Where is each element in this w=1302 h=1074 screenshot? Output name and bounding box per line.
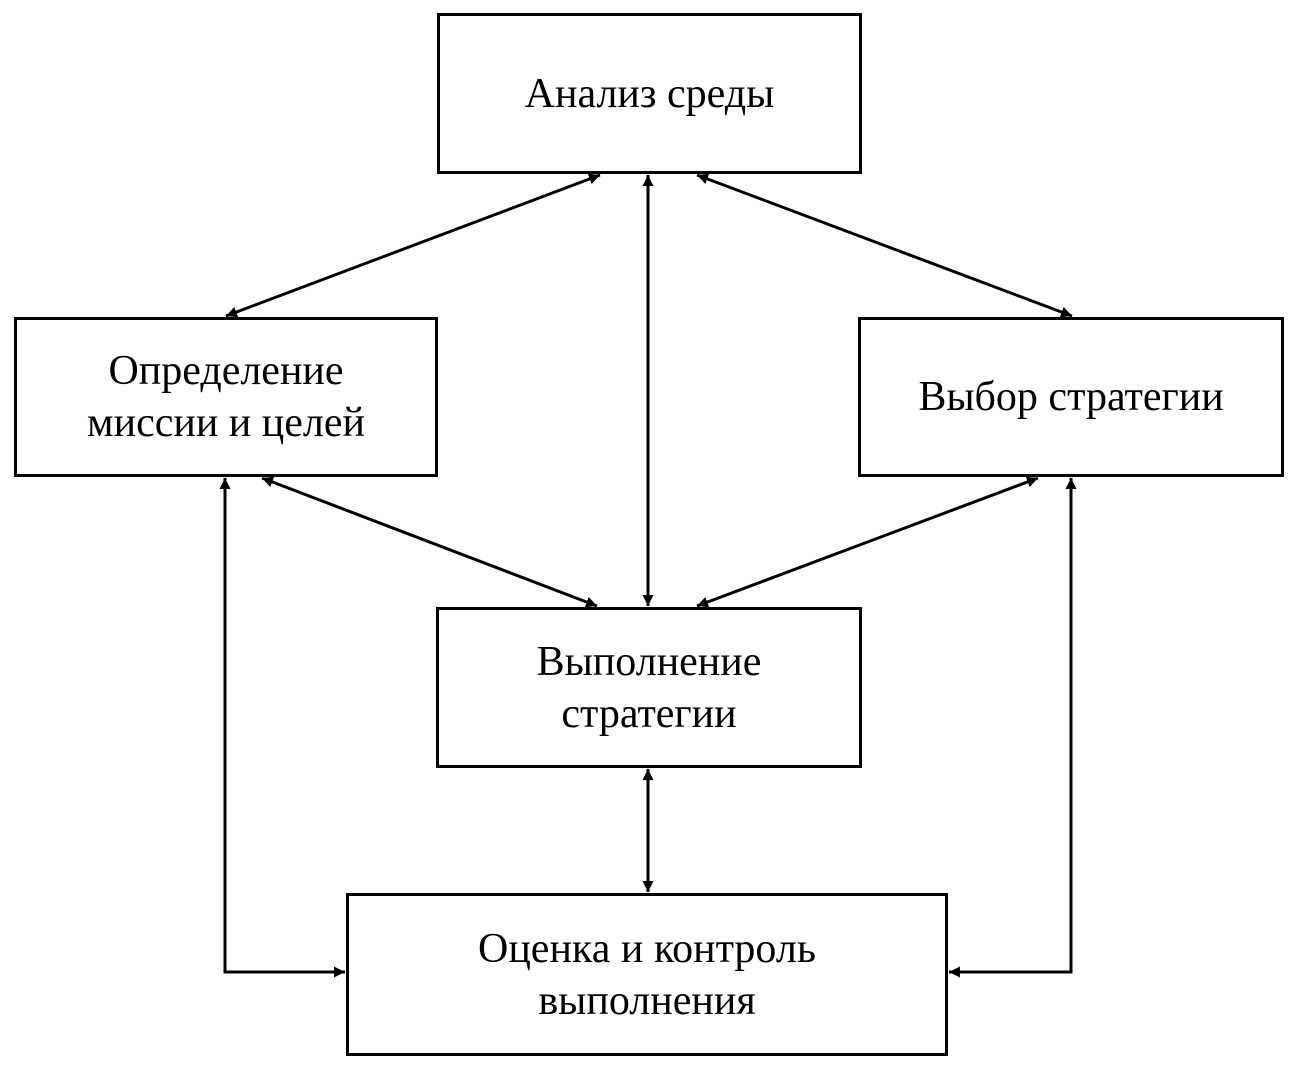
mission-label-line-1: Определение [108,348,344,394]
arrow-mission-evaluation [219,478,345,978]
execution-label-line-1: Выполнение [536,638,762,685]
arrow-analysis-choice [696,173,1073,318]
evaluation-label-line-1: Оценка и контроль [478,925,816,972]
arrow-mission-execution [261,476,598,608]
evaluation-box: Оценка и контроль выполнения [346,893,948,1056]
arrow-analysis-mission [225,173,601,318]
analysis-label-line-1: Анализ среды [524,70,775,117]
choice-label-line-1: Выбор стратегии [918,374,1224,420]
choice-box: Выбор стратегии [858,317,1284,477]
arrow-choice-execution [696,476,1039,608]
evaluation-label-line-2: выполнения [538,977,756,1024]
execution-box: Выполнение стратегии [436,607,862,768]
arrow-choice-evaluation [949,478,1077,978]
analysis-box: Анализ среды [437,13,862,174]
execution-label-line-2: стратегии [561,690,737,737]
mission-label-line-2: миссии и целей [87,400,365,446]
mission-box: Определение миссии и целей [14,317,438,477]
